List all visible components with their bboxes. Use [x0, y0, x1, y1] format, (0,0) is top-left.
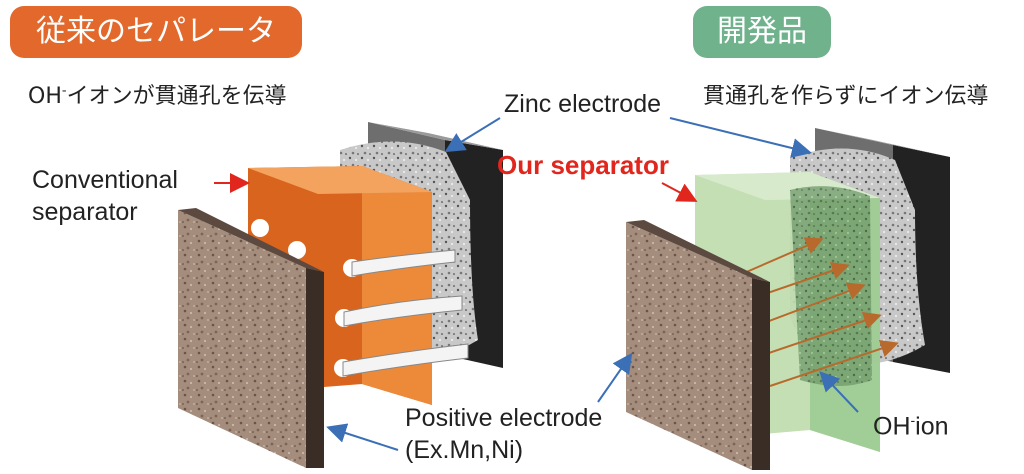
- our-separator-pointer: [661, 182, 698, 202]
- conventional-separator-label-line1: Conventional: [32, 166, 178, 194]
- positive-electrode-label-line1: Positive electrode: [405, 404, 603, 432]
- conventional-separator-label-line2: separator: [32, 198, 138, 226]
- left-positive-electrode: [178, 208, 324, 468]
- conventional-separator-badge: 従来のセパレータ: [10, 6, 302, 58]
- our-separator-label: Our separator: [497, 150, 669, 180]
- oh-ion-label: OH-ion: [873, 412, 949, 441]
- positive-pointer-right: [597, 352, 633, 403]
- zinc-pointer-left: [444, 117, 501, 153]
- through-hole: [251, 219, 269, 237]
- oh-ion-pointer: [819, 371, 859, 413]
- zinc-electrode-label: Zinc electrode: [504, 90, 662, 118]
- zinc-pointer-right: [669, 117, 812, 158]
- positive-pointer-left: [326, 423, 399, 451]
- left-caption: OH-イオンが貫通孔を伝導: [28, 83, 287, 109]
- developed-product-badge: 開発品: [693, 6, 831, 58]
- positive-electrode-label-line2: (Ex.Mn,Ni): [405, 436, 524, 464]
- right-caption: 貫通孔を作らずにイオン伝導: [703, 84, 989, 109]
- right-positive-electrode: [626, 220, 770, 470]
- through-hole: [288, 241, 306, 259]
